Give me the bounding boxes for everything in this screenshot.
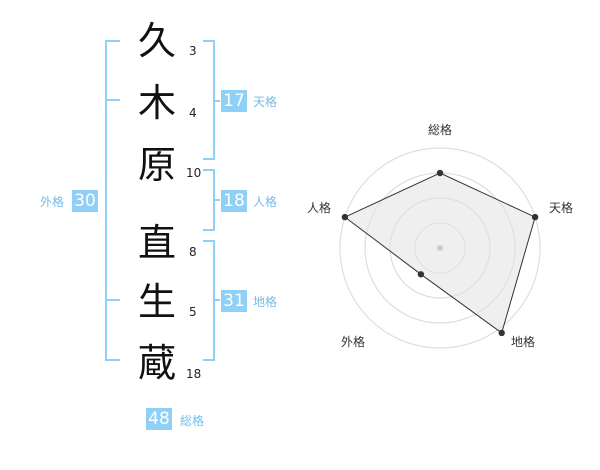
- name-char-1: 久: [137, 19, 176, 63]
- tenkaku-value: 17: [221, 90, 247, 112]
- radar-area: [344, 173, 536, 333]
- radar-label-gaikaku: 外格: [341, 335, 366, 349]
- radar-outline: [343, 172, 536, 334]
- radar-point-1: [436, 169, 444, 177]
- chikaku-label: 地格: [253, 295, 278, 309]
- radar-point-3: [498, 329, 505, 337]
- stroke-count-5: 5: [189, 305, 197, 319]
- soukaku-value: 48: [146, 408, 172, 430]
- stroke-count-3: 10: [186, 166, 202, 180]
- radar-ring-overlay: [389, 197, 491, 299]
- stroke-count-2: 4: [189, 106, 197, 120]
- name-char-4: 直: [137, 221, 176, 265]
- radar-label-jinkaku: 人格: [307, 201, 332, 215]
- soukaku-label: 総格: [180, 414, 205, 428]
- tenkaku-label: 天格: [253, 95, 278, 109]
- radar-label-soukaku: 総格: [428, 123, 453, 137]
- gaikaku-value: 30: [72, 190, 98, 212]
- jinkaku-value: 18: [221, 190, 247, 212]
- radar-ring-overlay: [414, 222, 466, 274]
- name-char-5: 生: [137, 280, 176, 324]
- radar-label-chikaku: 地格: [511, 335, 536, 349]
- name-char-2: 木: [137, 81, 176, 125]
- radar-point-4: [417, 271, 425, 278]
- stroke-count-6: 18: [186, 367, 202, 381]
- radar-center: [437, 245, 443, 251]
- radar-ring-overlay: [339, 147, 541, 349]
- stroke-count-1: 3: [189, 44, 197, 58]
- name-char-6: 蔵: [137, 341, 176, 385]
- stroke-count-4: 8: [189, 245, 197, 259]
- radar-point-5: [341, 213, 349, 221]
- name-char-3: 原: [137, 143, 176, 187]
- jinkaku-label: 人格: [253, 195, 278, 209]
- gaikaku-label: 外格: [40, 195, 65, 209]
- radar-label-tenkaku: 天格: [549, 201, 574, 215]
- radar-point-2: [531, 213, 539, 221]
- chikaku-value: 31: [221, 290, 247, 312]
